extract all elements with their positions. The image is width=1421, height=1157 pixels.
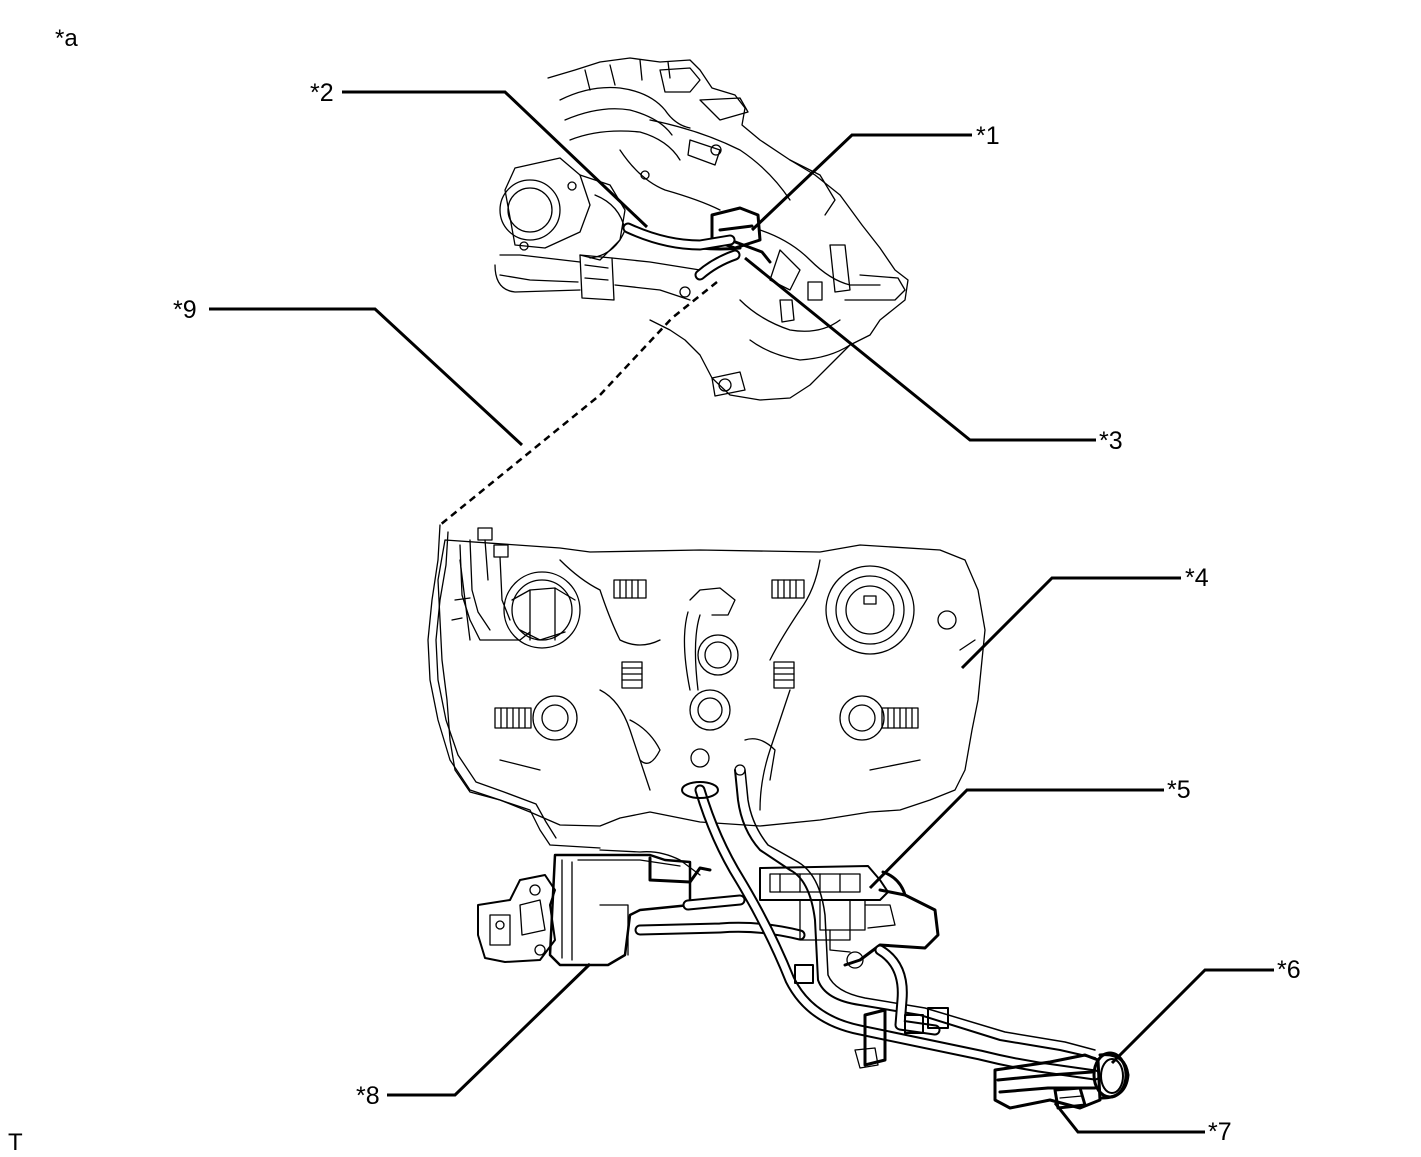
fuel-tank xyxy=(437,527,986,827)
leak-detection-pump xyxy=(759,865,940,969)
leader-6 xyxy=(1110,968,1274,1065)
leader-1 xyxy=(750,133,972,232)
view-label: *a xyxy=(55,25,78,52)
callout-label-1: *1 xyxy=(976,122,1000,150)
footer-mark: T xyxy=(8,1129,23,1156)
leader-3 xyxy=(744,256,1096,442)
callout-label-3: *3 xyxy=(1099,427,1123,455)
leader-9 xyxy=(209,307,524,447)
callout-label-5: *5 xyxy=(1167,776,1191,804)
callout-label-9: *9 xyxy=(173,296,197,324)
intake-manifold-assembly xyxy=(494,57,909,401)
callout-label-7: *7 xyxy=(1208,1118,1232,1146)
fuel-inlet-pipe xyxy=(681,764,1102,1110)
leader-5 xyxy=(868,788,1164,890)
purge-line xyxy=(427,281,718,849)
leader-2 xyxy=(342,90,649,229)
fuel-cap xyxy=(1092,1051,1130,1100)
callout-label-8: *8 xyxy=(356,1082,380,1110)
leader-4 xyxy=(960,576,1181,670)
callout-label-6: *6 xyxy=(1277,956,1301,984)
purge-hose xyxy=(622,222,741,281)
callout-label-2: *2 xyxy=(310,79,334,107)
leader-lines xyxy=(209,90,1274,1134)
leader-8 xyxy=(387,962,592,1097)
leader-7 xyxy=(1053,1102,1205,1134)
callout-label-4: *4 xyxy=(1185,564,1209,592)
charcoal-canister xyxy=(477,849,806,967)
